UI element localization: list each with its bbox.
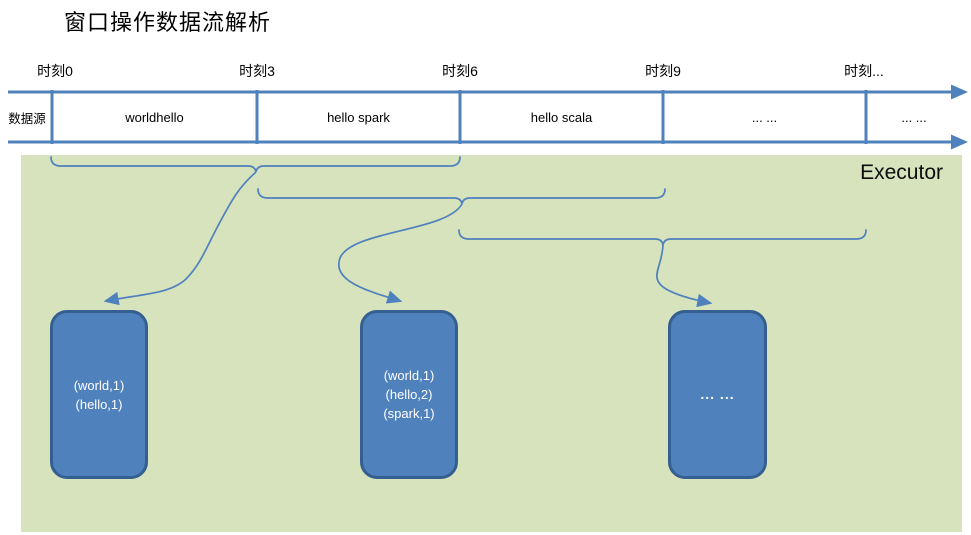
stream-cell-5: ... ... xyxy=(901,110,927,125)
page-title: 窗口操作数据流解析 xyxy=(64,11,272,36)
result-line: ... ... xyxy=(700,386,735,402)
window-result-box-1: (world,1) (hello,1) xyxy=(50,310,148,479)
time-label-more: 时刻... xyxy=(844,63,884,79)
timeline-arrowhead-top xyxy=(951,84,968,100)
executor-panel xyxy=(21,155,962,532)
time-label-3: 时刻3 xyxy=(239,63,275,79)
result-line: (hello,2) xyxy=(385,387,433,402)
time-label-6: 时刻6 xyxy=(442,63,478,79)
result-line: (world,1) xyxy=(73,377,125,393)
result-line: (spark,1) xyxy=(383,406,435,421)
time-label-9: 时刻9 xyxy=(645,63,681,79)
stream-cell-1: worldhello xyxy=(125,110,184,125)
executor-label: Executor xyxy=(860,161,943,184)
timeline-arrowhead-bottom xyxy=(951,134,968,150)
stream-cell-3: hello scala xyxy=(530,110,593,125)
stream-cell-4: ... ... xyxy=(751,110,778,125)
result-line: (world,1) xyxy=(383,368,435,383)
result-line: (hello,1) xyxy=(75,396,123,412)
stream-cell-2: hello spark xyxy=(327,110,390,125)
window-result-box-2: (world,1) (hello,2) (spark,1) xyxy=(360,310,458,479)
window-result-box-3: ... ... xyxy=(668,310,767,479)
data-source-label: 数据源 xyxy=(8,112,46,126)
time-label-0: 时刻0 xyxy=(37,63,73,79)
